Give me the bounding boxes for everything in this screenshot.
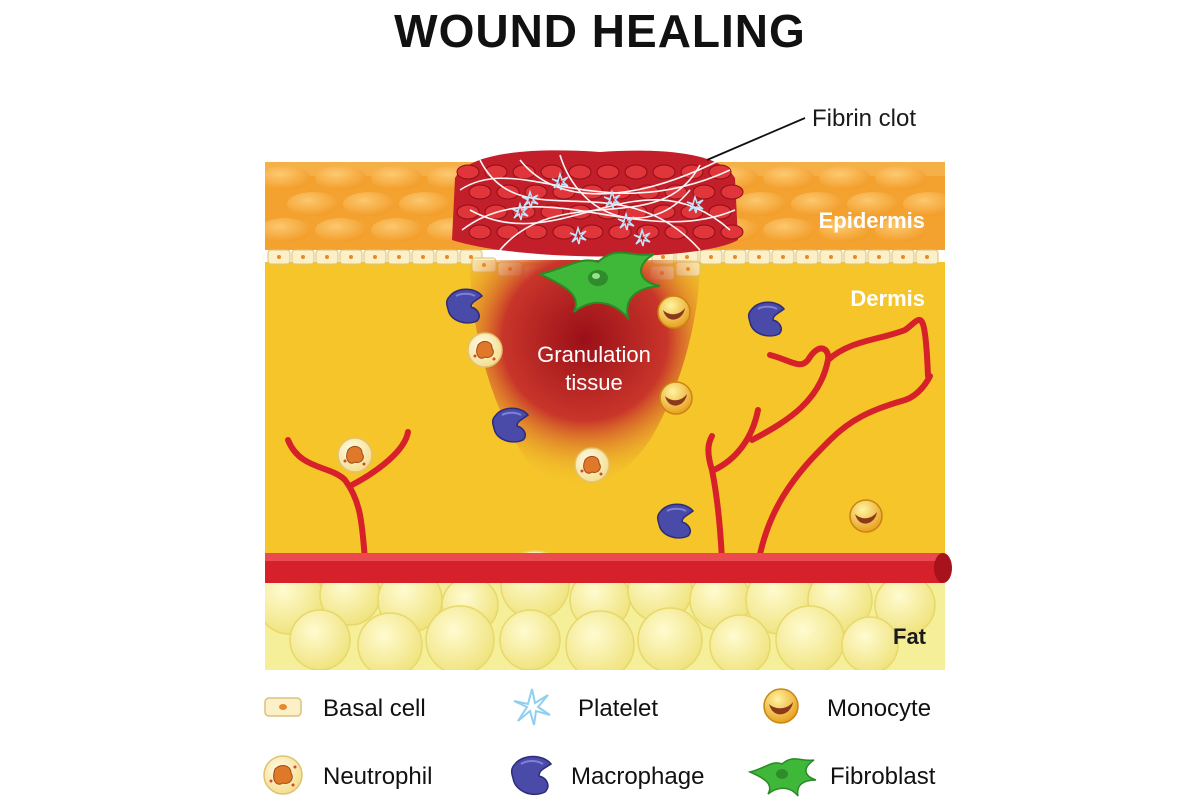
- neutrophil-icon: [263, 755, 303, 795]
- macrophage-cell: [445, 288, 484, 324]
- legend-label-platelet: Platelet: [578, 695, 658, 722]
- dermis-label: Dermis: [850, 286, 925, 311]
- legend-label-fibroblast: Fibroblast: [830, 763, 936, 790]
- epidermis-label: Epidermis: [819, 208, 925, 233]
- macrophage-cell: [747, 301, 786, 337]
- monocyte-cell: [657, 295, 691, 329]
- fat-layer: [265, 550, 945, 670]
- blood-vessel: [265, 553, 952, 583]
- fibroblast-icon: [747, 758, 817, 797]
- macrophage-icon: [510, 755, 553, 796]
- fibroblast-cell: [537, 251, 661, 322]
- granulation-tissue-label-line1: Granulation: [537, 342, 651, 367]
- capillaries: [285, 317, 933, 593]
- neutrophil-cell: [467, 332, 503, 368]
- granulation-tissue: [470, 260, 700, 487]
- monocyte-cell: [849, 499, 883, 533]
- neutrophil-cell: [574, 447, 610, 483]
- basal-cell-icon: [264, 697, 302, 717]
- legend-label-basal-cell: Basal cell: [323, 695, 426, 722]
- legend: Basal cell Platelet Monocyte Neutrophil …: [263, 688, 936, 797]
- macrophage-cell: [491, 407, 530, 443]
- macrophage-cell: [656, 503, 695, 539]
- legend-label-monocyte: Monocyte: [827, 695, 931, 722]
- neutrophil-cell: [337, 437, 373, 473]
- platelet-icon: [513, 688, 551, 726]
- monocyte-cell: [659, 381, 693, 415]
- fibrin-clot-label: Fibrin clot: [812, 105, 916, 132]
- diagram-title: WOUND HEALING: [394, 5, 806, 57]
- fat-label: Fat: [893, 624, 927, 649]
- fibrin-clot-pointer: [706, 117, 806, 161]
- granulation-tissue-label-line2: tissue: [565, 370, 622, 395]
- legend-label-macrophage: Macrophage: [571, 763, 704, 790]
- monocyte-icon: [763, 688, 799, 724]
- legend-label-neutrophil: Neutrophil: [323, 763, 432, 790]
- fibrin-clot: [452, 150, 744, 257]
